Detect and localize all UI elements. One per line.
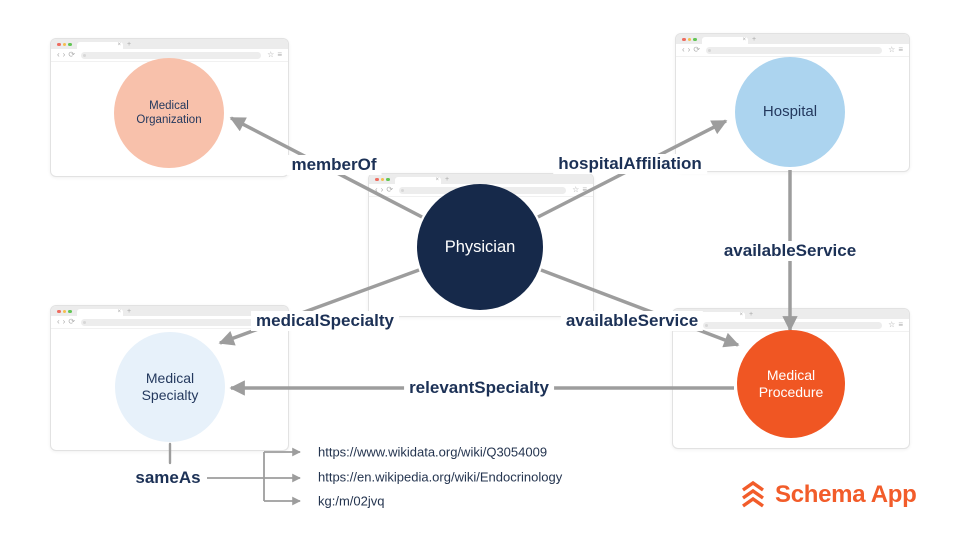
same-as-link-wikidata: https://www.wikidata.org/wiki/Q3054009 — [318, 444, 548, 460]
site-icon — [401, 188, 405, 192]
edge-label-available-service-hospital: availableService — [718, 241, 862, 261]
node-label: Hospital — [762, 102, 818, 120]
site-icon — [705, 323, 709, 327]
close-window-dot-icon — [57, 42, 61, 46]
bookmark-star-icon: ☆ — [888, 45, 896, 54]
node-medical-specialty: Medical Specialty — [115, 332, 225, 442]
new-tab-icon: + — [127, 41, 132, 48]
close-tab-icon: × — [739, 312, 743, 318]
close-tab-icon: × — [742, 37, 746, 43]
back-icon: ‹ — [375, 185, 378, 194]
edge-label-same-as: sameAs — [130, 468, 206, 488]
schema-app-logo: Schema App — [740, 480, 917, 510]
minimize-window-dot-icon — [687, 37, 691, 41]
forward-icon: › — [62, 50, 66, 59]
menu-icon: ≡ — [898, 45, 903, 54]
forward-icon: › — [380, 185, 384, 194]
same-as-link-wikipedia: https://en.wikipedia.org/wiki/Endocrinol… — [318, 469, 563, 485]
menu-icon: ≡ — [277, 50, 282, 59]
back-icon: ‹ — [57, 50, 60, 59]
edge-label-available-service-physician: availableService — [560, 311, 704, 331]
close-tab-icon: × — [117, 309, 121, 315]
new-tab-icon: + — [127, 308, 132, 315]
edge-label-medical-specialty: medicalSpecialty — [251, 311, 399, 331]
url-bar — [81, 51, 262, 59]
forward-icon: › — [62, 317, 66, 326]
edge-label-member-of: memberOf — [286, 155, 382, 175]
browser-tab-bar: × + — [51, 39, 288, 49]
url-bar — [706, 46, 883, 54]
close-tab-icon: × — [117, 42, 121, 48]
new-tab-icon: + — [749, 311, 754, 318]
maximize-window-dot-icon — [68, 42, 72, 46]
minimize-window-dot-icon — [62, 42, 66, 46]
refresh-icon: ⟳ — [693, 45, 701, 54]
node-physician: Physician — [417, 184, 543, 310]
bookmark-star-icon: ☆ — [267, 50, 275, 59]
close-tab-icon: × — [435, 177, 439, 183]
refresh-icon: ⟳ — [386, 185, 394, 194]
browser-tab: × — [702, 37, 748, 44]
edge-label-hospital-affiliation: hospitalAffiliation — [553, 154, 707, 174]
schema-app-logo-icon — [742, 480, 764, 508]
back-icon: ‹ — [57, 317, 60, 326]
node-label: Medical Procedure — [758, 366, 824, 401]
url-bar — [703, 321, 883, 329]
forward-icon: › — [687, 45, 691, 54]
browser-tab-bar: × + — [673, 309, 909, 319]
back-icon: ‹ — [682, 45, 685, 54]
site-icon — [83, 320, 87, 324]
minimize-window-dot-icon — [62, 309, 66, 313]
maximize-window-dot-icon — [386, 177, 390, 181]
browser-tab-bar: × + — [676, 34, 909, 44]
browser-toolbar: ‹ › ⟳ ☆ ≡ — [676, 44, 909, 57]
browser-tab-bar: × + — [369, 174, 593, 184]
browser-tab: × — [699, 312, 745, 319]
same-as-link-knowledge-graph: kg:/m/02jvq — [318, 493, 385, 509]
schema-app-logo-text: Schema App — [775, 481, 917, 508]
bookmark-star-icon: ☆ — [888, 320, 896, 329]
node-medical-procedure: Medical Procedure — [737, 330, 845, 438]
maximize-window-dot-icon — [68, 309, 72, 313]
node-hospital: Hospital — [735, 57, 845, 167]
new-tab-icon: + — [752, 36, 757, 43]
close-window-dot-icon — [57, 309, 61, 313]
edge-label-relevant-specialty: relevantSpecialty — [404, 378, 554, 398]
node-medical-organization: Medical Organization — [114, 58, 224, 168]
browser-tab: × — [77, 42, 123, 49]
close-window-dot-icon — [375, 177, 379, 181]
bookmark-star-icon: ☆ — [572, 185, 580, 194]
maximize-window-dot-icon — [693, 37, 697, 41]
minimize-window-dot-icon — [380, 177, 384, 181]
site-icon — [83, 53, 87, 57]
site-icon — [708, 48, 712, 52]
refresh-icon: ⟳ — [68, 50, 76, 59]
node-label: Physician — [444, 237, 516, 256]
node-label: Medical Organization — [136, 99, 202, 126]
menu-icon: ≡ — [582, 185, 587, 194]
browser-tab: × — [77, 309, 123, 316]
refresh-icon: ⟳ — [68, 317, 76, 326]
browser-tab-bar: × + — [51, 306, 288, 316]
url-bar — [81, 318, 262, 326]
menu-icon: ≡ — [898, 320, 903, 329]
new-tab-icon: + — [445, 176, 450, 183]
node-label: Medical Specialty — [141, 369, 199, 404]
close-window-dot-icon — [682, 37, 686, 41]
browser-tab: × — [395, 177, 441, 184]
